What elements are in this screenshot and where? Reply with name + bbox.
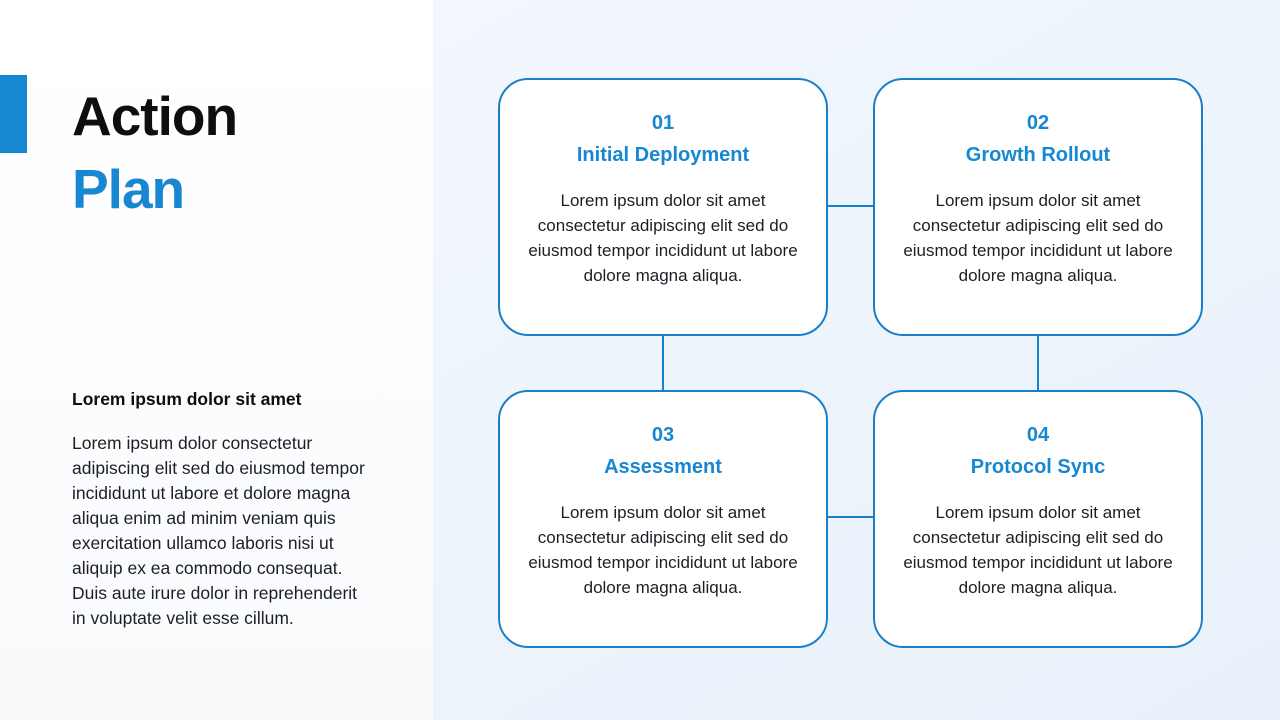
step-body: Lorem ipsum dolor sit amet consectetur a… [903,503,1173,597]
slide-title-line1: Action [72,85,238,147]
slide-title-line2: Plan [72,158,185,220]
step-title: Initial Deployment [576,144,750,166]
step-title: Growth Rollout [965,144,1111,166]
connector-line-01-02 [828,205,873,207]
intro-paragraph: Lorem ipsum dolor consectetur adipiscing… [72,433,365,628]
step-number: 01 [651,112,675,134]
connector-line-02-04 [1037,336,1039,390]
step-title: Protocol Sync [970,456,1106,478]
step-card-04: 04 Protocol Sync Lorem ipsum dolor sit a… [873,390,1203,648]
step-number: 03 [651,424,675,446]
step-number: 02 [1026,112,1050,134]
connector-line-01-03 [662,336,664,390]
step-card-01: 01 Initial Deployment Lorem ipsum dolor … [498,78,828,336]
step-body: Lorem ipsum dolor sit amet consectetur a… [903,191,1173,285]
title-accent-bar [0,75,27,153]
connector-line-03-04 [828,516,873,518]
step-card-03: 03 Assessment Lorem ipsum dolor sit amet… [498,390,828,648]
step-body: Lorem ipsum dolor sit amet consectetur a… [528,503,798,597]
step-card-02: 02 Growth Rollout Lorem ipsum dolor sit … [873,78,1203,336]
intro-heading: Lorem ipsum dolor sit amet [72,389,302,409]
step-number: 04 [1026,424,1050,446]
step-body: Lorem ipsum dolor sit amet consectetur a… [528,191,798,285]
step-title: Assessment [604,456,722,478]
steps-panel: 01 Initial Deployment Lorem ipsum dolor … [433,0,1280,720]
